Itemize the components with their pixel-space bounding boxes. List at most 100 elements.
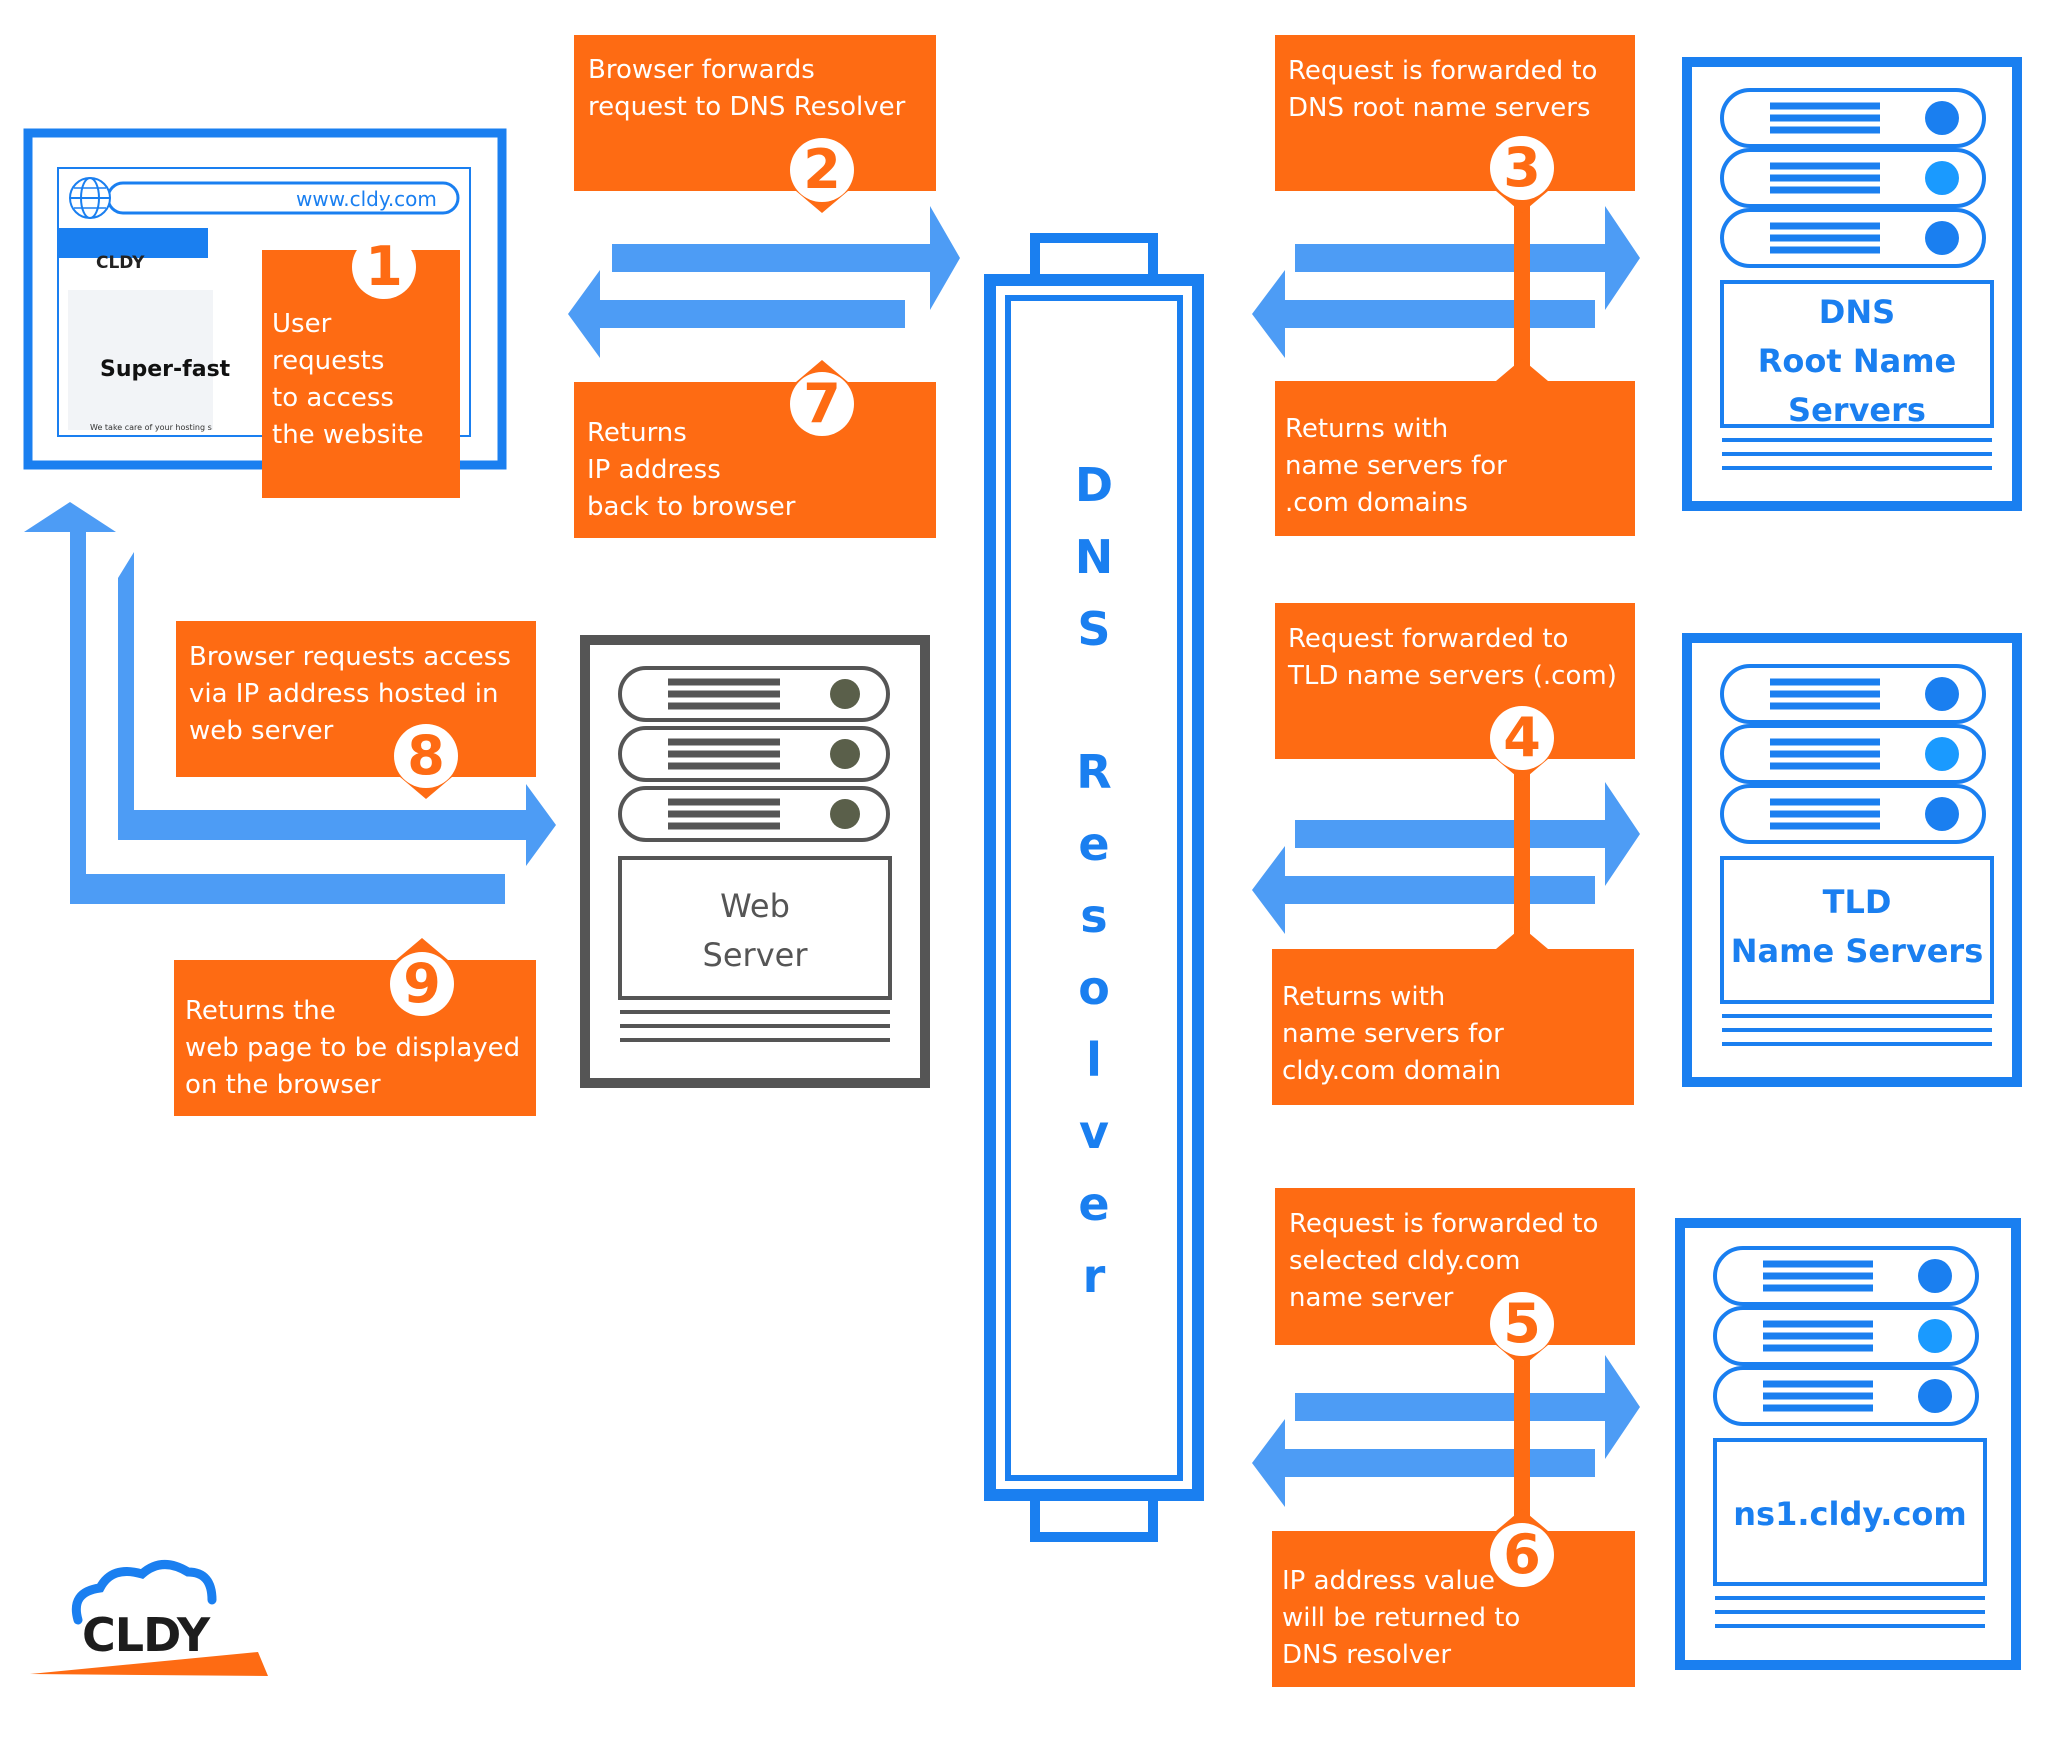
step-2-box: Browser forwards request to DNS Resolver (574, 35, 936, 191)
browser-footer: We take care of your hosting so (90, 423, 212, 432)
resolver-letter-10: e (1078, 1177, 1110, 1231)
step-5-box: Request is forwarded to selected cldy.co… (1275, 1188, 1635, 1345)
arrow-browser-to-webserver (118, 552, 556, 866)
step-8-line-1: Browser requests access (189, 642, 511, 672)
step-6-line-1: IP address value (1282, 1566, 1496, 1596)
tld-return-line-2: name servers for (1282, 1019, 1504, 1049)
step-6-box: IP address value will be returned to DNS… (1272, 1531, 1635, 1687)
resolver-letter-8: l (1086, 1033, 1102, 1087)
step-2-line-1: Browser forwards (588, 55, 815, 85)
tld-return-box: Returns with name servers for cldy.com d… (1272, 949, 1634, 1105)
arrow-webserver-to-browser (24, 502, 505, 904)
resolver-letter-7: o (1078, 961, 1110, 1015)
step-9-line-1: Returns the (185, 996, 336, 1026)
step-9-line-2: web page to be displayed (185, 1033, 521, 1063)
step-4-box: Request forwarded to TLD name servers (.… (1275, 603, 1635, 759)
resolver-letter-4: R (1076, 745, 1112, 799)
resolver-letter-5: e (1078, 817, 1110, 871)
step-3-line-2: DNS root name servers (1288, 93, 1591, 123)
root-server-label: DNS Root Name Servers (1722, 288, 1992, 435)
root-server-label-line-1: DNS (1818, 293, 1896, 331)
tld-return-pointer (1496, 927, 1548, 949)
step-4-line-1: Request forwarded to (1288, 624, 1569, 654)
step-3-connector (1514, 191, 1530, 381)
step-9-line-3: on the browser (185, 1070, 381, 1100)
ns-server-label: ns1.cldy.com (1715, 1490, 1985, 1539)
step-5-line-3: name server (1289, 1283, 1454, 1313)
step-6-line-2: will be returned to (1282, 1603, 1521, 1633)
step-6-line-3: DNS resolver (1282, 1640, 1452, 1670)
step-1-line-4: the website (272, 420, 424, 450)
tld-return-line-1: Returns with (1282, 982, 1446, 1012)
tld-server-label-line-1: TLD (1822, 883, 1892, 921)
browser-url[interactable]: www.cldy.com (296, 187, 437, 211)
arrow-resolver-to-root (1295, 206, 1640, 310)
dns-resolver-box (984, 233, 1204, 1542)
web-server-label: Web Server (620, 882, 890, 980)
step-8-line-2: via IP address hosted in (189, 679, 499, 709)
arrows (24, 206, 1640, 1507)
step-4-connector (1514, 759, 1530, 949)
ns-server (1675, 1218, 2021, 1670)
root-return-box: Returns with name servers for .com domai… (1275, 381, 1635, 536)
arrow-ns-to-resolver (1252, 1419, 1595, 1507)
root-server (1682, 57, 2022, 511)
step-1-box: User requests to access the website (262, 250, 460, 498)
brand-logo: CLDY (82, 1608, 210, 1662)
step-1-line-1: User (272, 309, 332, 339)
root-return-line-1: Returns with (1285, 414, 1449, 444)
step-1-line-2: requests (272, 346, 385, 376)
step-1-badge: 1 (352, 235, 416, 299)
tld-server-label: TLD Name Servers (1722, 878, 1992, 976)
root-server-label-line-3: Servers (1788, 391, 1926, 429)
root-server-label-line-2: Root Name (1757, 342, 1957, 380)
tld-return-line-3: cldy.com domain (1282, 1056, 1502, 1086)
arrow-root-to-resolver (1252, 270, 1595, 358)
web-server-label-line-1: Web (720, 887, 790, 925)
root-return-line-2: name servers for (1285, 451, 1507, 481)
step-7-line-2: IP address (587, 455, 721, 485)
arrow-resolver-to-tld (1295, 782, 1640, 886)
resolver-letter-2: N (1074, 530, 1114, 584)
web-server (580, 635, 930, 1088)
step-3-badge: 3 (1490, 136, 1554, 200)
step-7-line-1: Returns (587, 418, 687, 448)
tld-server-label-line-2: Name Servers (1730, 932, 1984, 970)
step-5-badge: 5 (1490, 1292, 1554, 1356)
step-5-connector (1514, 1345, 1530, 1531)
arrow-browser-to-resolver (612, 206, 960, 310)
resolver-letter-9: v (1079, 1105, 1109, 1159)
resolver-letter-11: r (1082, 1249, 1106, 1303)
step-7-box: Returns IP address back to browser (574, 382, 936, 538)
step-5-line-1: Request is forwarded to (1289, 1209, 1599, 1239)
step-2-line-2: request to DNS Resolver (588, 92, 906, 122)
resolver-letter-1: D (1074, 458, 1114, 512)
web-server-slot-lines (668, 678, 780, 830)
step-8-box: Browser requests access via IP address h… (176, 621, 536, 777)
step-3-box: Request is forwarded to DNS root name se… (1275, 35, 1635, 191)
step-8-line-3: web server (189, 716, 334, 746)
resolver-letter-6: s (1080, 889, 1108, 943)
step-3-line-1: Request is forwarded to (1288, 56, 1598, 86)
step-2-badge: 2 (790, 138, 854, 202)
step-1-line-3: to access (272, 383, 394, 413)
web-server-label-line-2: Server (702, 936, 808, 974)
step-9-box: Returns the web page to be displayed on … (174, 960, 536, 1116)
browser-logo: CLDY (96, 253, 145, 273)
arrow-resolver-to-ns (1295, 1355, 1640, 1459)
root-return-pointer (1496, 359, 1548, 381)
browser-headline: Super-fast (100, 357, 231, 382)
root-return-line-3: .com domains (1285, 488, 1468, 518)
tld-server (1682, 633, 2022, 1087)
step-6-badge: 6 (1490, 1523, 1554, 1587)
arrow-resolver-to-browser (568, 270, 905, 358)
step-8-badge: 8 (394, 724, 458, 788)
step-4-line-2: TLD name servers (.com) (1288, 661, 1617, 691)
step-7-badge: 7 (790, 372, 854, 436)
step-9-badge: 9 (390, 952, 454, 1016)
step-4-badge: 4 (1490, 706, 1554, 770)
step-7-line-3: back to browser (587, 492, 796, 522)
resolver-letter-3: S (1077, 602, 1111, 656)
ns-server-label-line-1: ns1.cldy.com (1733, 1495, 1967, 1533)
